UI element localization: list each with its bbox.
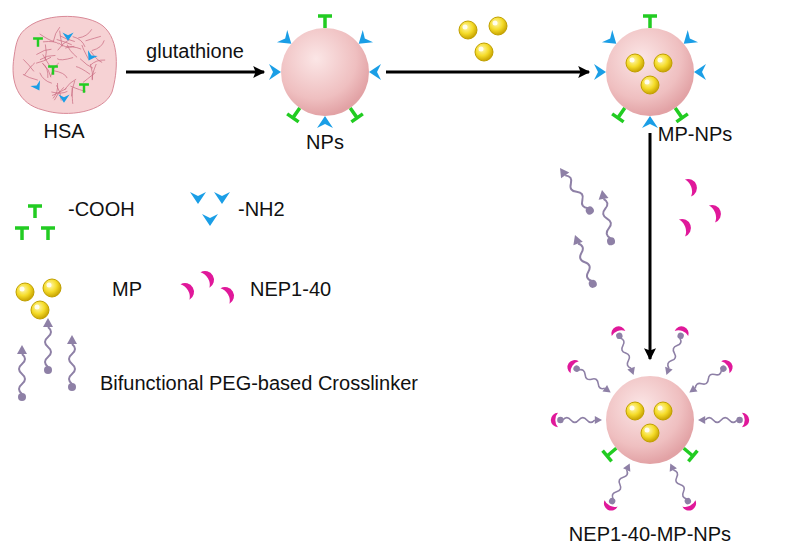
nanoparticle: MP-NPs	[595, 17, 705, 127]
node-label: NPs	[306, 131, 344, 153]
node-shape	[270, 17, 380, 127]
legend-label: NEP1-40	[250, 278, 331, 300]
node-label: NEP1-40-MP-NPs	[569, 523, 731, 545]
node-shape	[595, 17, 705, 127]
legend-nep-sample	[181, 268, 238, 304]
free-reagents	[556, 165, 724, 289]
legend-label: MP	[112, 278, 142, 300]
legend-nh2-sample	[190, 192, 230, 226]
nanoparticle-sphere	[281, 28, 369, 116]
legend-label: -COOH	[68, 198, 135, 220]
nanoparticle-sphere	[606, 376, 694, 464]
group-marks	[603, 443, 698, 461]
mp-particles	[626, 402, 672, 442]
protein-fibres	[23, 27, 105, 104]
node-label: MP-NPs	[658, 123, 732, 145]
reaction-arrow	[386, 71, 589, 74]
legend-peg-sample	[17, 318, 77, 401]
protein-blob: HSA	[8, 12, 120, 116]
reagent-label: glutathione	[144, 40, 246, 62]
protein-outline	[13, 16, 116, 113]
mp-particles	[459, 17, 507, 61]
node-shape	[8, 12, 120, 116]
node-label: HSA	[43, 120, 84, 142]
mp-particles	[626, 54, 672, 94]
group-marks	[30, 32, 97, 102]
nanoparticle: NPs	[270, 17, 380, 127]
node-shape	[595, 365, 705, 475]
reaction-arrow	[649, 133, 652, 359]
group-marks	[269, 16, 381, 128]
nanoparticle: NEP1-40-MP-NPs	[595, 365, 705, 475]
legend-cooh-sample	[15, 206, 55, 240]
nanoparticle-sphere	[606, 28, 694, 116]
group-marks	[594, 16, 706, 128]
legend-mp-sample	[16, 279, 61, 319]
crosslinker-chains	[551, 324, 749, 513]
legend-label: Bifunctional PEG-based Crosslinker	[100, 372, 418, 394]
legend-label: -NH2	[238, 198, 285, 220]
reaction-arrow	[126, 71, 264, 74]
